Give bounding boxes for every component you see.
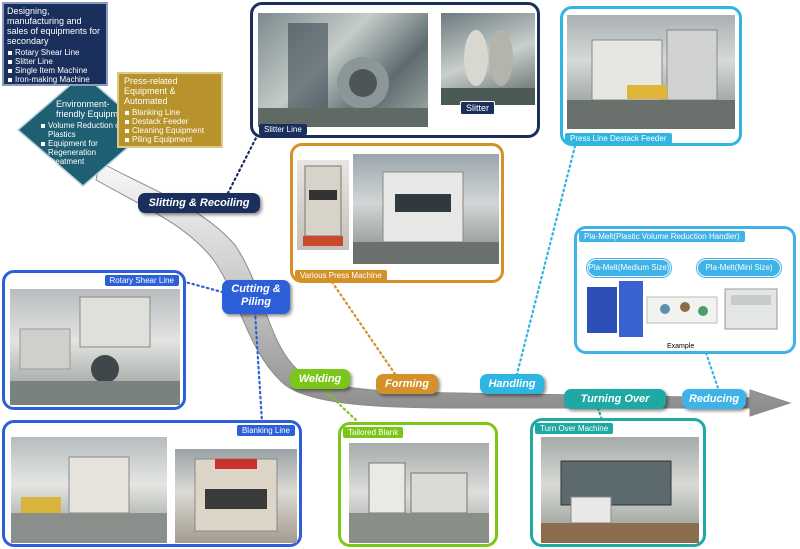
pla-melt-photo (585, 279, 791, 341)
slitter-photo (441, 13, 535, 105)
intro-item: Single Item Machine (7, 66, 105, 75)
stage-handling: Handling (480, 374, 544, 394)
tailored-blank-photo (349, 443, 489, 543)
press-line-photo (567, 15, 735, 129)
rotary-shear-panel: Rotary Shear Line (2, 270, 186, 410)
slitter-line-photo (258, 13, 428, 127)
pla-melt-panel: Pla-Melt(Plastic Volume Reduction Handle… (574, 226, 796, 354)
env-item: Equipment for Regeneration Treatment (40, 139, 132, 166)
press-item: Piling Equipment (124, 135, 220, 144)
slitter-label: Slitter (460, 101, 496, 115)
pla-melt-example: Example (667, 343, 695, 350)
stage-reducing: Reducing (682, 389, 746, 409)
press-photo-small (297, 160, 349, 250)
press-line-panel: Press Line Destack Feeder (560, 6, 742, 146)
turn-over-label: Turn Over Machine (535, 423, 614, 434)
turn-over-photo (541, 437, 699, 543)
blanking-line-label: Blanking Line (236, 425, 295, 436)
slitter-line-panel: Slitter Slitter Line (250, 2, 540, 138)
press-photo-large (353, 154, 499, 264)
pla-melt-title: Pla-Melt(Plastic Volume Reduction Handle… (579, 231, 745, 242)
stage-cutting-piling-text: Cutting & Piling (231, 283, 281, 308)
intro-item: Slitter Line (7, 57, 105, 66)
press-group-title: Press-related Equipment & Automated (124, 76, 178, 106)
various-press-label: Various Press Machine (295, 270, 387, 281)
intro-item: Rotary Shear Line (7, 48, 105, 57)
stage-forming: Forming (376, 374, 438, 394)
stage-slitting-recoiling: Slitting & Recoiling (138, 193, 260, 213)
various-press-panel: Various Press Machine (290, 143, 504, 283)
pla-melt-mini-label: Pla-Melt(Mini Size) (697, 259, 781, 277)
stage-turning-over: Turning Over (564, 389, 666, 409)
rotary-shear-label: Rotary Shear Line (104, 275, 179, 286)
intro-title: Designing, manufacturing and sales of eq… (7, 6, 101, 46)
slitter-line-label: Slitter Line (259, 124, 307, 135)
rotary-shear-photo (10, 289, 180, 405)
stage-welding: Welding (290, 369, 350, 389)
press-item: Destack Feeder (124, 117, 220, 126)
tailored-blank-label: Tailored Blank (343, 427, 404, 438)
press-item: Blanking Line (124, 108, 220, 117)
turn-over-panel: Turn Over Machine (530, 418, 706, 547)
blanking-line-panel: Blanking Line (2, 420, 302, 547)
press-item: Cleaning Equipment (124, 126, 220, 135)
intro-item: Iron-making Machine (7, 75, 105, 84)
press-line-label: Press Line Destack Feeder (565, 133, 672, 144)
env-group-title: Environment-friendly Equipment (56, 99, 131, 119)
stage-cutting-piling: Cutting & Piling (222, 280, 290, 314)
env-item: Volume Reduction of Plastics (40, 121, 132, 139)
blanking-line-photo (11, 437, 167, 543)
pla-melt-medium-label: Pla-Melt(Medium Size) (587, 259, 671, 277)
tailored-blank-panel: Tailored Blank (338, 422, 498, 547)
blanking-press-photo (175, 449, 297, 543)
